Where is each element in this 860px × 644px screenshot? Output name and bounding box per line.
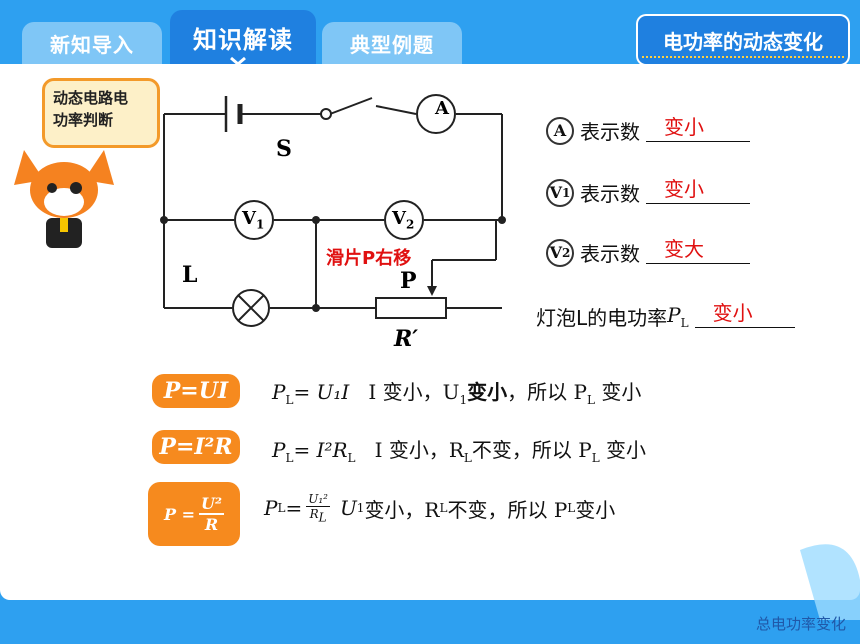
fox-mascot-icon [14, 150, 114, 248]
formula-row-2: PL= I²RL I 变小，RL不变，所以 PL 变小 [272, 438, 647, 465]
lamp-power-value: 变小 [712, 301, 753, 325]
slider-annotation: 滑片P右移 [326, 248, 412, 269]
decoration-corner-icon [800, 544, 860, 620]
voltmeter-2-label: V2 [392, 208, 415, 232]
circuit-diagram [160, 94, 506, 327]
ammeter-label: A [435, 98, 449, 119]
switch-label: S [276, 136, 292, 162]
footer-next-topic[interactable]: 总电功率变化 [755, 615, 846, 633]
bubble-line-1: 动态电路电 [53, 89, 129, 107]
lamp-label: L [182, 262, 198, 288]
answer-text: 表示数 [580, 182, 640, 206]
formula-badge-u2r: P = U² R [148, 482, 240, 546]
rheostat-label: R′ [394, 326, 419, 352]
lamp-power-text: 灯泡L的电功率 [536, 306, 668, 330]
page-title: 电功率的动态变化 [636, 14, 850, 66]
tab-examples[interactable]: 典型例题 [322, 22, 462, 64]
topic-bubble: 动态电路电 功率判断 [42, 78, 160, 148]
answer-value: 变大 [664, 237, 704, 261]
formula-row-1: PL= U₁I I 变小，U1变小，所以 PL 变小 [272, 380, 642, 407]
answer-text: 表示数 [580, 120, 640, 144]
lamp-power-symbol: PL [667, 303, 689, 330]
formula-badge-ui: P=UI [152, 374, 240, 408]
ammeter-icon: A [546, 116, 574, 145]
voltmeter-1-label: V1 [242, 208, 265, 232]
content-panel [0, 64, 860, 600]
tab-knowledge-reading[interactable]: 知识解读 [170, 10, 316, 64]
answer-value: 变小 [664, 177, 704, 201]
answer-text: 表示数 [580, 242, 640, 266]
tab-new-knowledge[interactable]: 新知导入 [22, 22, 162, 64]
bubble-line-2: 功率判断 [53, 111, 114, 129]
answer-value: 变小 [664, 115, 704, 139]
formula-badge-i2r: P=I²R [152, 430, 240, 464]
slider-label: P [400, 268, 417, 294]
answer-row-ammeter: A 表示数 变小 [546, 115, 750, 145]
lamp-power-row: 灯泡L的电功率 PL 变小 [536, 301, 795, 331]
